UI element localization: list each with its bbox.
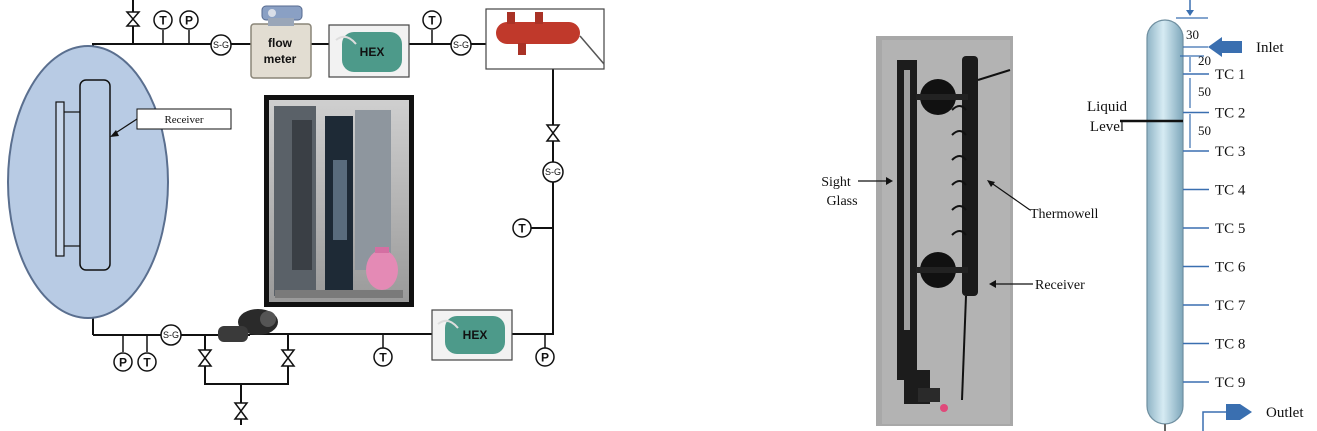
flow-meter: flow meter	[251, 6, 311, 78]
svg-text:HEX: HEX	[360, 45, 385, 59]
svg-text:S-G: S-G	[453, 40, 469, 50]
sight-glass-right: S-G	[543, 162, 563, 182]
sight-glass-label-2: Glass	[826, 194, 857, 209]
svg-text:T: T	[143, 356, 151, 370]
heater	[486, 9, 604, 69]
valve-top	[127, 12, 139, 26]
sight-glass-top-1: S-G	[211, 35, 231, 55]
hex-top: HEX	[329, 25, 409, 77]
temp-sensor-bottom-1: T	[138, 335, 156, 371]
dimension-50b: 50	[1198, 123, 1211, 138]
inlet-label: Inlet	[1256, 40, 1284, 56]
liquid-level-label-2: Level	[1090, 119, 1124, 135]
svg-text:HEX: HEX	[463, 328, 488, 342]
outlet-arrow	[1203, 404, 1252, 431]
dimension-50a: 50	[1198, 84, 1211, 99]
valve-bottom-drain	[235, 403, 247, 419]
sight-glass-top-2: S-G	[451, 35, 471, 55]
tc-label-1: TC 1	[1215, 67, 1245, 83]
svg-text:T: T	[518, 222, 526, 236]
pressure-sensor-top-1: P	[180, 11, 198, 44]
column-body	[1147, 20, 1183, 424]
flow-meter-label-1: flow	[268, 36, 293, 50]
tc-label-9: TC 9	[1215, 375, 1245, 391]
outlet-label: Outlet	[1266, 405, 1304, 421]
receiver-photo	[876, 36, 1013, 426]
valve-right	[547, 125, 559, 141]
svg-text:T: T	[379, 351, 387, 365]
pressure-sensor-bottom-2: P	[536, 334, 554, 366]
tc-label-8: TC 8	[1215, 337, 1245, 353]
tc-label-4: TC 4	[1215, 183, 1246, 199]
svg-text:S-G: S-G	[163, 330, 179, 340]
tc-label-2: TC 2	[1215, 106, 1245, 122]
temp-sensor-bottom-2: T	[374, 335, 392, 366]
liquid-level-label-1: Liquid	[1087, 99, 1127, 115]
thermocouple-group: TC 1 TC 2 TC 3 TC 4 TC 5 TC 6 TC 7 TC 8 TC 9	[1183, 67, 1246, 391]
dimension-20: 20	[1198, 53, 1211, 68]
svg-text:T: T	[428, 14, 436, 28]
apparatus-photo	[264, 95, 414, 307]
svg-text:S-G: S-G	[545, 167, 561, 177]
tc-label-5: TC 5	[1215, 221, 1245, 237]
tc-label-6: TC 6	[1215, 260, 1246, 276]
svg-text:S-G: S-G	[213, 40, 229, 50]
sight-glass-label-1: Sight	[821, 175, 851, 190]
pump	[218, 309, 278, 342]
temp-sensor-right: T	[513, 219, 531, 237]
tc-label-7: TC 7	[1215, 298, 1246, 314]
valve-bottom-left	[199, 350, 211, 366]
receiver-tank	[80, 80, 110, 270]
thermowell-label: Thermowell	[1030, 207, 1099, 222]
receiver-column-schematic: Liquid Level Inlet 30 20 50 50 TC 1TC 2T…	[1087, 0, 1304, 431]
svg-text:P: P	[541, 351, 549, 365]
sight-glass-bottom: S-G	[161, 325, 181, 345]
temp-sensor-top-2: T	[423, 11, 441, 44]
receiver-sight-tube	[56, 102, 64, 256]
hex-bottom: HEX	[432, 310, 512, 360]
dimension-30: 30	[1186, 27, 1199, 42]
tc-label-3: TC 3	[1215, 144, 1245, 160]
temp-sensor-top-1: T	[154, 11, 172, 44]
receiver-label: Receiver	[164, 114, 203, 126]
receiver-photo-label: Receiver	[1035, 278, 1085, 293]
svg-text:P: P	[185, 14, 193, 28]
svg-text:P: P	[119, 356, 127, 370]
loop-schematic: Receiver T P S-G	[8, 0, 604, 425]
valve-bottom-right	[282, 350, 294, 366]
pressure-sensor-bottom-1: P	[114, 335, 132, 371]
svg-text:T: T	[159, 14, 167, 28]
flow-meter-label-2: meter	[264, 52, 297, 66]
receiver-vessel: Receiver	[8, 46, 231, 318]
